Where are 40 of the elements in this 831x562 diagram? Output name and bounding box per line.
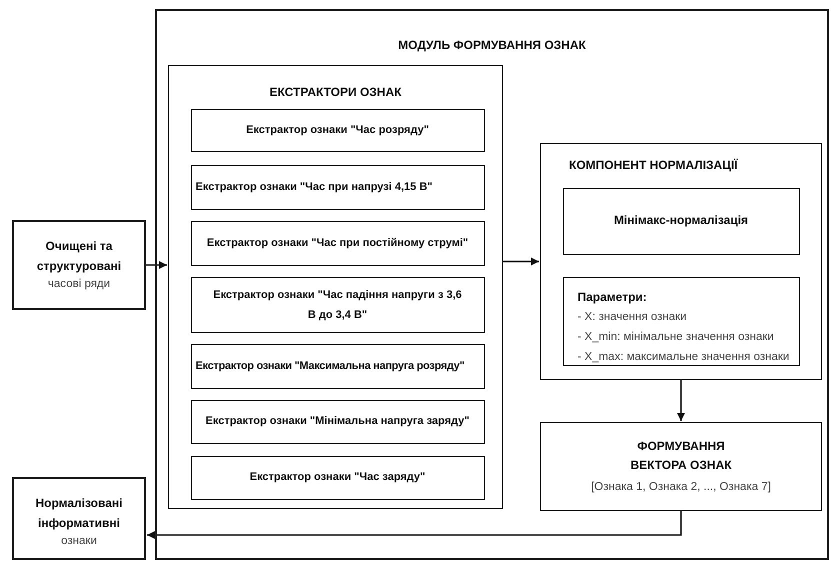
box-title: Екстрактор ознаки "Час розряду" bbox=[246, 122, 429, 138]
process-box bbox=[190, 276, 484, 332]
box-title: ФОРМУВАННЯ ВЕКТОРА ОЗНАК bbox=[629, 438, 733, 474]
process-box bbox=[12, 220, 146, 310]
box-text: часові ряди bbox=[48, 277, 110, 292]
process-box bbox=[562, 188, 800, 254]
group-box bbox=[168, 65, 503, 509]
box-title: Екстрактор ознаки "Мінімальна напруга заряду" bbox=[206, 414, 470, 430]
box-title: КОМПОНЕНТ НОРМАЛІЗАЦІЇ bbox=[569, 157, 738, 174]
box-text: - X: значення ознаки bbox=[578, 310, 687, 324]
process-box bbox=[190, 220, 484, 266]
process-box bbox=[562, 276, 800, 366]
box-title: Екстрактор ознаки "Час при постійному струмі" bbox=[206, 236, 468, 251]
box-title: ЕКСТРАКТОРИ ОЗНАК bbox=[270, 84, 402, 101]
arrow bbox=[146, 261, 167, 269]
process-box bbox=[190, 164, 484, 210]
box-text: - X_max: максимальне значення ознаки bbox=[578, 350, 790, 365]
box-text: [Ознака 1, Ознака 2, ..., Ознака 7] bbox=[591, 480, 771, 495]
box-title: Мінімакс-нормалізація bbox=[614, 212, 748, 228]
box-text: - X_min: мінімальне значення ознаки bbox=[578, 330, 774, 345]
box-title: Нормалізовані інформативні bbox=[34, 495, 124, 532]
process-box bbox=[12, 477, 146, 560]
process-box bbox=[540, 422, 822, 511]
group-box bbox=[540, 143, 822, 380]
arrow bbox=[147, 511, 682, 539]
process-box bbox=[190, 400, 484, 444]
arrow bbox=[677, 380, 685, 421]
box-title: Екстрактор ознаки "Час падіння напруги з 3,6 В до 3,4 В" bbox=[212, 288, 462, 322]
process-box bbox=[190, 456, 484, 500]
box-text: ознаки bbox=[61, 534, 97, 549]
box-title: Екстрактор ознаки "Час при напрузі 4,15 В" bbox=[196, 180, 432, 195]
box-title: Екстрактор ознаки "Максимальна напруга розряду" bbox=[196, 358, 464, 374]
box-title: Екстрактор ознаки "Час заряду" bbox=[250, 470, 426, 486]
process-box bbox=[190, 108, 484, 152]
box-title: Очищені та структуровані bbox=[36, 238, 122, 276]
arrow bbox=[503, 258, 539, 266]
module-frame bbox=[155, 9, 829, 560]
box-title: МОДУЛЬ ФОРМУВАННЯ ОЗНАК bbox=[398, 37, 586, 54]
process-box bbox=[190, 344, 484, 388]
box-title: Параметри: bbox=[578, 288, 647, 306]
